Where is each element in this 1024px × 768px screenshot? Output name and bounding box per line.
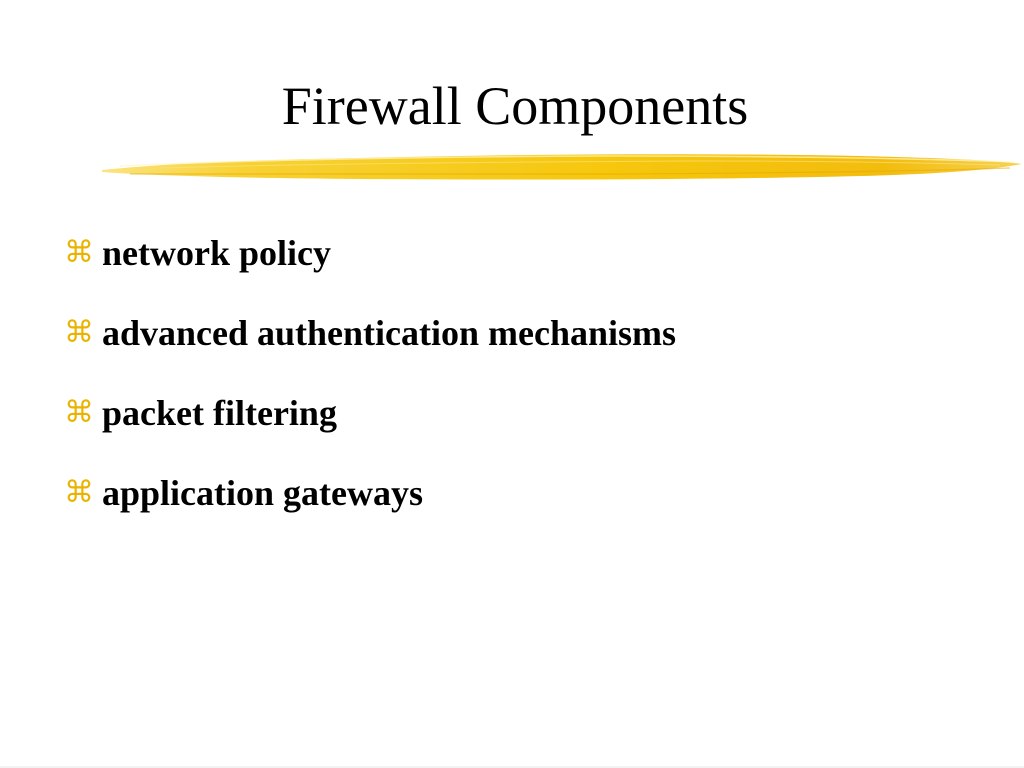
place-of-interest-icon: ⌘	[64, 475, 94, 510]
place-of-interest-icon: ⌘	[64, 315, 94, 350]
place-of-interest-icon: ⌘	[64, 395, 94, 430]
bottom-divider	[0, 766, 1024, 768]
bullet-text: packet filtering	[102, 393, 337, 433]
bullet-text: advanced authentication mechanisms	[102, 313, 677, 353]
bullet-item: ⌘ advanced authentication mechanisms	[64, 305, 676, 385]
bullet-text: application gateways	[102, 473, 424, 513]
slide-title: Firewall Components	[281, 76, 749, 136]
bullet-item: ⌘ network policy	[64, 225, 676, 305]
bullet-text: network policy	[102, 233, 331, 273]
bullet-list: ⌘ network policy ⌘ advanced authenticati…	[64, 225, 676, 545]
title-underline-brushstroke	[102, 154, 1022, 180]
bullet-item: ⌘ application gateways	[64, 465, 676, 545]
place-of-interest-icon: ⌘	[64, 235, 94, 270]
bullet-item: ⌘ packet filtering	[64, 385, 676, 465]
